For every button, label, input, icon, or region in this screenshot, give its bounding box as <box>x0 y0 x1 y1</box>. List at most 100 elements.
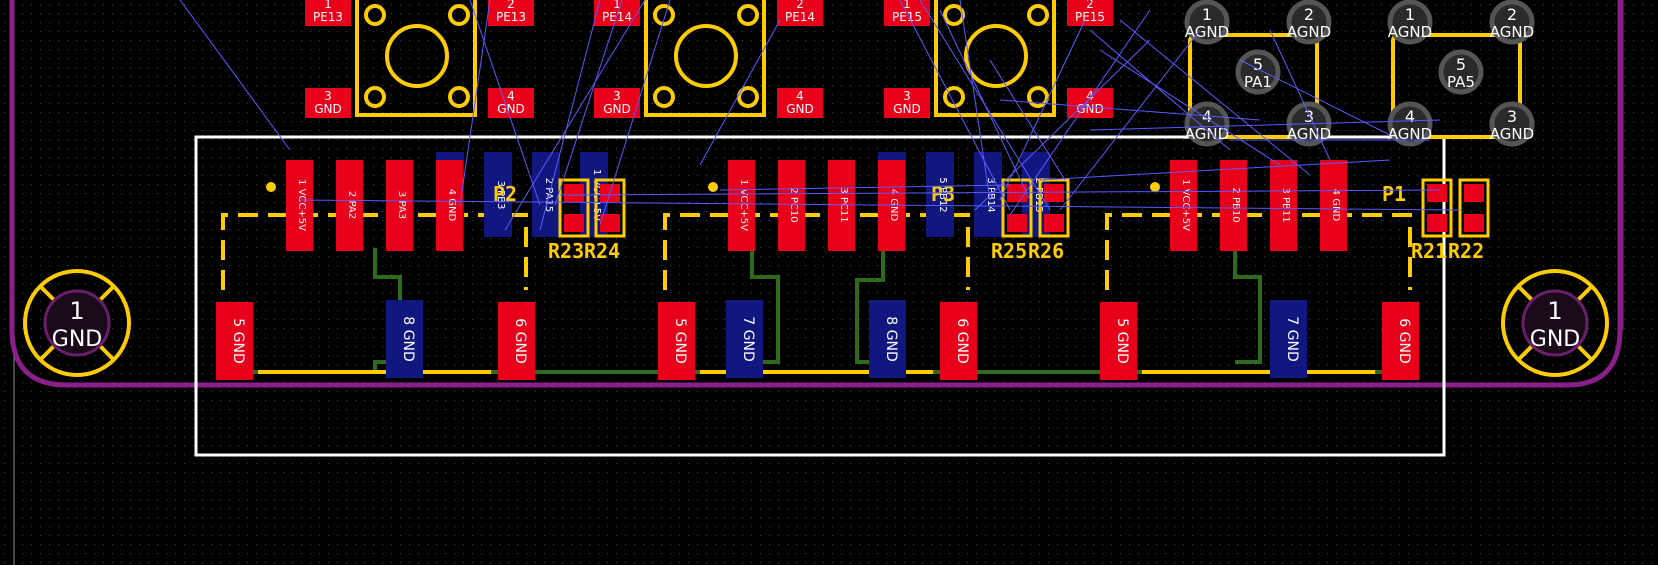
resistor-pad-2[interactable] <box>564 214 584 232</box>
back-pad-3[interactable]: 3 PB14 <box>974 152 1002 237</box>
pad-shape <box>940 302 977 380</box>
resistor-pad-1[interactable] <box>1044 184 1064 202</box>
pad-net-name: GND <box>893 102 921 116</box>
connector-P1[interactable]: 1 VCC+5V 2 PB10 3 PB11 4 GND 5 GND 6 GND 7 GND… <box>1100 160 1419 380</box>
resistor-outline <box>1421 178 1453 238</box>
pad-number: 4 <box>1405 107 1415 126</box>
pad-label: 7 GND <box>1284 316 1300 361</box>
resistor-R24[interactable]: R24 <box>584 178 626 263</box>
joystick-outline <box>1188 33 1319 139</box>
pad-label: 5 GND <box>672 318 688 363</box>
mount-pad-5[interactable]: 5 GND <box>1100 302 1137 380</box>
pad-number: 4 <box>1202 107 1212 126</box>
pad-ring <box>1438 49 1484 95</box>
ratsnest-line <box>974 39 1151 211</box>
resistor-R23[interactable]: R23 <box>548 178 590 263</box>
resistor-pad-2[interactable] <box>1427 214 1447 232</box>
pad-ring <box>1489 0 1535 45</box>
pad-ring <box>1387 101 1433 147</box>
ratsnest-line <box>459 0 491 206</box>
mount-back-pad-7[interactable]: 7 GND <box>726 300 763 378</box>
mount-back-pad-8[interactable]: 8 GND <box>386 300 423 378</box>
pad-ring <box>1184 0 1230 45</box>
mount-pad-5[interactable]: 5 GND <box>658 302 695 380</box>
resistor-ref-label: R21 <box>1411 239 1447 263</box>
pad-shape <box>778 160 805 251</box>
front-pad-1[interactable]: 1 VCC+5V <box>286 160 313 251</box>
connector-silkscreen <box>663 213 970 290</box>
pad-shape <box>884 88 930 118</box>
button-hole <box>943 86 965 108</box>
resistor-R22[interactable]: R22 <box>1448 178 1490 263</box>
front-pad-3[interactable]: 3 PA3 <box>386 160 413 251</box>
back-pad-5[interactable]: 5 PB12 <box>926 152 954 237</box>
front-pad-2[interactable]: 2 PA2 <box>336 160 363 251</box>
back-pad-3[interactable]: 3 PB3 <box>484 152 512 237</box>
connector-silkscreen <box>221 213 528 290</box>
front-pad-4[interactable]: 4 GND <box>1320 160 1347 251</box>
resistor-pad-2[interactable] <box>600 214 620 232</box>
ratsnest-layer <box>179 0 1461 231</box>
front-pad-3[interactable]: 3 PC11 <box>828 160 855 251</box>
pad-shape <box>777 88 823 118</box>
resistor-pad-2[interactable] <box>1007 214 1027 232</box>
resistor-pad-1[interactable] <box>1464 184 1484 202</box>
resistor-R26[interactable]: R26 <box>1028 178 1070 263</box>
ratsnest-line <box>699 19 781 166</box>
pad-label: 2 PA15 <box>543 178 554 213</box>
front-pad-1[interactable]: 1 VCC+5V <box>728 160 755 251</box>
resistor-pad-2[interactable] <box>1044 214 1064 232</box>
resistor-R25[interactable]: R25 <box>991 178 1033 263</box>
resistor-R21[interactable]: R21 <box>1411 178 1453 263</box>
pad-net-name: PE14 <box>602 10 632 24</box>
front-pad-1[interactable]: 1 VCC+5V <box>1170 160 1197 251</box>
pin1-marker <box>708 182 718 192</box>
resistor-pad-1[interactable] <box>564 184 584 202</box>
pad-ring <box>1489 101 1535 147</box>
mount-back-pad-7[interactable]: 7 GND <box>1270 300 1307 378</box>
mount-pad-6[interactable]: 6 GND <box>498 302 535 380</box>
pad-number: 1 <box>1405 5 1415 24</box>
front-pad-3[interactable]: 3 PB11 <box>1270 160 1297 251</box>
front-pad-4[interactable]: 4 GND <box>436 160 463 251</box>
ratsnest-line <box>1099 49 1281 166</box>
front-pad-2[interactable]: 2 PC10 <box>778 160 805 251</box>
pad-number: 2 <box>796 0 804 11</box>
pad-number: 5 <box>1456 55 1466 74</box>
mount-pad-6[interactable]: 6 GND <box>1382 302 1419 380</box>
mount-pad-5[interactable]: 5 GND <box>216 302 253 380</box>
resistor-pad-1[interactable] <box>1427 184 1447 202</box>
front-pad-2[interactable]: 2 PB10 <box>1220 160 1247 251</box>
mount-back-pad-8[interactable]: 8 GND <box>869 300 906 378</box>
mount-pad-6[interactable]: 6 GND <box>940 302 977 380</box>
pad-net-name: GND <box>786 102 814 116</box>
resistor-pad-2[interactable] <box>1464 214 1484 232</box>
